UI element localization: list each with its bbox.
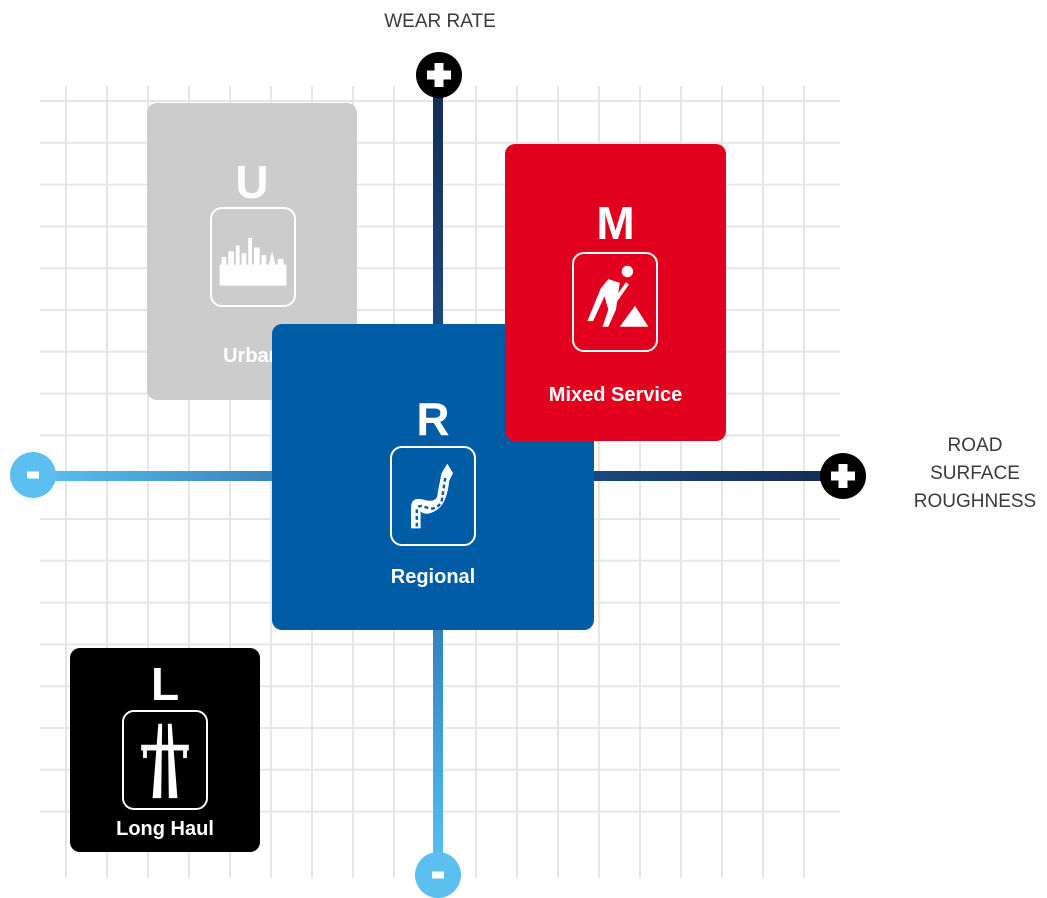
- segment-name: Regional: [390, 566, 476, 588]
- segment-letter: U: [235, 156, 269, 208]
- segment-letter: L: [150, 658, 180, 710]
- winding-road-icon: [390, 446, 476, 546]
- segment-letter: M: [596, 197, 635, 249]
- segment-card-mixed-service: M Mixed Service: [505, 144, 726, 441]
- vertical-axis-plus-icon: [416, 52, 462, 98]
- horizontal-axis-label-line: ROAD: [947, 435, 1003, 456]
- horizontal-axis-minus-icon: [10, 452, 56, 498]
- segment-letter: R: [416, 393, 450, 445]
- city-skyline-icon: [210, 207, 296, 307]
- horizontal-axis-label-line: ROUGHNESS: [913, 491, 1037, 512]
- horizontal-axis-label: ROAD SURFACE ROUGHNESS: [910, 432, 1040, 516]
- road-worker-icon: [572, 252, 658, 352]
- vertical-axis-minus-icon: [415, 852, 461, 898]
- segment-card-urban: U Urban: [147, 103, 357, 400]
- horizontal-axis-plus-icon: [820, 453, 866, 499]
- segment-name: Long Haul: [116, 818, 214, 840]
- segment-card-long-haul: L Long Haul: [70, 648, 260, 852]
- horizontal-axis-label-line: SURFACE: [930, 463, 1020, 484]
- highway-icon: [122, 710, 208, 810]
- segment-name: Mixed Service: [548, 384, 683, 406]
- vertical-axis-label: WEAR RATE: [384, 11, 496, 32]
- segment-name: Urban: [223, 345, 281, 367]
